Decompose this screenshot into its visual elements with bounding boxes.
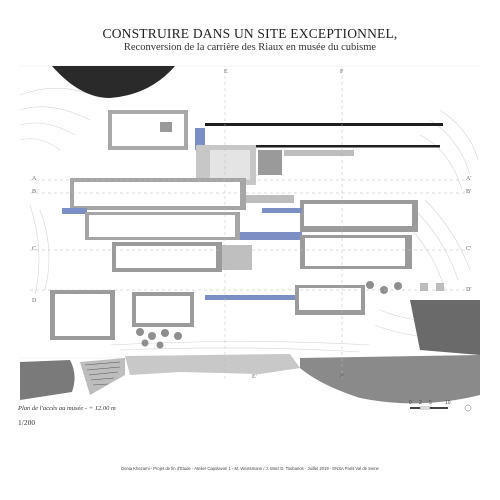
section-marker-e-prime: E' bbox=[252, 374, 257, 380]
central-stair bbox=[258, 150, 282, 175]
central-wing bbox=[284, 150, 354, 156]
section-marker-b: B bbox=[32, 189, 37, 195]
central-link bbox=[236, 195, 294, 203]
plan-caption: Plan de l'accès au musée - + 12.00 m bbox=[18, 405, 116, 412]
section-marker-c-prime: C' bbox=[466, 246, 472, 252]
accent-blue-center bbox=[240, 232, 302, 240]
gallery-west-2-interior bbox=[89, 215, 235, 237]
plan-scale: 1/200 bbox=[18, 418, 36, 427]
section-marker-c: C bbox=[32, 246, 37, 252]
terrain-rock-left bbox=[20, 360, 75, 400]
accent-blue-west bbox=[62, 208, 87, 214]
gallery-center-interior bbox=[116, 246, 216, 268]
section-marker-e: E bbox=[224, 69, 228, 75]
scale-bar bbox=[410, 404, 472, 412]
beam-north bbox=[205, 123, 443, 126]
section-marker-d-prime: D' bbox=[466, 287, 472, 293]
page-subtitle: Reconversion de la carrière des Riaux en… bbox=[123, 42, 377, 53]
section-marker-f: F bbox=[340, 69, 344, 75]
accent-blue-north bbox=[195, 128, 205, 150]
scale-tick-0: 0 bbox=[409, 400, 412, 406]
trees-group-east bbox=[366, 281, 402, 294]
terrain-steps bbox=[80, 358, 125, 395]
pavilion-center-interior bbox=[136, 296, 190, 323]
terrain-rock-right bbox=[300, 355, 480, 404]
section-marker-a: A bbox=[32, 176, 37, 182]
central-hall-inner bbox=[210, 150, 250, 180]
scale-tick-2: 2 bbox=[419, 400, 422, 406]
gallery-east-1-interior bbox=[304, 204, 412, 226]
building-north-core bbox=[160, 122, 172, 132]
scale-tick-5: 5 bbox=[429, 400, 432, 406]
north-arrow-icon bbox=[464, 404, 472, 412]
footer-credit: Donia Khezami - Projet de fin d'Etude - … bbox=[121, 466, 379, 471]
section-marker-d: D bbox=[32, 298, 37, 304]
trees-group-south bbox=[136, 328, 182, 349]
section-marker-f-prime: F' bbox=[340, 374, 345, 380]
accent-blue-south bbox=[205, 295, 295, 300]
page-title: CONSTRUIRE DANS UN SITE EXCEPTIONNEL, bbox=[102, 26, 398, 41]
terrain-rock-east bbox=[410, 300, 480, 355]
beam-south bbox=[250, 145, 440, 148]
terrain-cliff-top bbox=[52, 66, 175, 98]
scale-tick-10: 10 bbox=[445, 400, 451, 406]
building-north-interior bbox=[112, 114, 184, 146]
kiosk-east-2 bbox=[436, 283, 444, 291]
pavilion-east-interior bbox=[299, 288, 361, 310]
section-marker-a-prime: A' bbox=[466, 176, 472, 182]
gallery-center-annex bbox=[222, 245, 252, 270]
terrain-slope-bottom bbox=[125, 354, 300, 375]
kiosk-east-1 bbox=[420, 283, 428, 291]
section-cut-lines bbox=[30, 70, 470, 380]
terrain-stair-lines bbox=[84, 361, 121, 386]
section-marker-b-prime: B' bbox=[466, 189, 472, 195]
gallery-east-2-interior bbox=[305, 238, 405, 266]
accent-blue-east bbox=[262, 208, 302, 213]
pavilion-west-interior bbox=[55, 294, 110, 336]
gallery-west-1-interior bbox=[74, 182, 240, 206]
